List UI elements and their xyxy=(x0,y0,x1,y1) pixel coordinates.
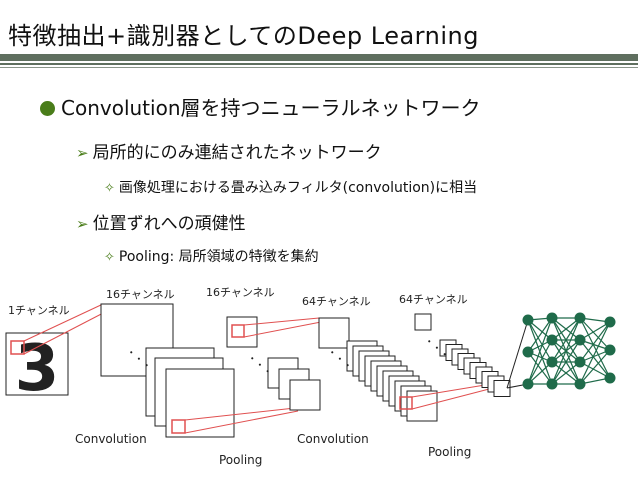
fc-edge xyxy=(527,339,553,385)
fc-node xyxy=(604,316,616,328)
bullet-level2: ➢局所的にのみ連結されたネットワーク xyxy=(76,138,382,163)
title-rule-thin xyxy=(0,67,638,68)
filter-line xyxy=(243,321,322,338)
filled-circle-bullet-icon xyxy=(40,101,55,116)
bullet-text: Pooling: 局所領域の特徴を集約 xyxy=(118,249,319,265)
fc-node xyxy=(546,378,558,390)
fc-connections xyxy=(506,317,611,389)
bullet-text: 画像処理における畳み込みフィルタ(convolution)に相当 xyxy=(118,180,478,196)
conv2-first-map xyxy=(318,317,350,349)
input-filter-box xyxy=(10,340,25,355)
fc-edge xyxy=(579,321,611,363)
label-pooling-2: Pooling xyxy=(428,445,471,459)
label-input-channels: 1チャンネル xyxy=(8,304,70,317)
bullet-level3: ✧Pooling: 局所領域の特徴を集約 xyxy=(104,246,319,266)
fc-node xyxy=(522,378,534,390)
label-conv1-channels: 16チャンネル xyxy=(106,288,175,301)
bullet-level3: ✧画像処理における畳み込みフィルタ(convolution)に相当 xyxy=(104,177,477,197)
fc-edge xyxy=(527,317,553,353)
input-image-frame xyxy=(5,332,69,396)
fc-node xyxy=(546,356,558,368)
label-convolution-1: Convolution xyxy=(75,432,147,446)
bullet-level2: ➢位置ずれへの頑健性 xyxy=(76,209,246,234)
bullet-text: 局所的にのみ連結されたネットワーク xyxy=(92,143,382,163)
fc-edge xyxy=(551,317,581,385)
star-bullet-icon: ✧ xyxy=(104,181,115,196)
star-bullet-icon: ✧ xyxy=(104,250,115,265)
fc-edge xyxy=(579,317,611,379)
pool2-map xyxy=(493,380,511,397)
fc-edge xyxy=(527,317,553,385)
label-pool2-channels: 64チャンネル xyxy=(399,293,468,306)
fc-node xyxy=(574,334,586,346)
pool1-filter-box xyxy=(231,324,245,338)
fc-edge xyxy=(579,361,611,379)
filter-line xyxy=(243,317,320,326)
bullet-text: Convolution層を持つニューラルネットワーク xyxy=(61,96,481,120)
filter-line xyxy=(411,383,492,398)
fc-node xyxy=(546,334,558,346)
fc-node xyxy=(522,314,534,326)
fc-node xyxy=(522,346,534,358)
title-rule-mid xyxy=(0,63,638,65)
fc-node xyxy=(546,312,558,324)
fc-edge xyxy=(579,339,611,379)
fc-node xyxy=(604,372,616,384)
slide-title: 特徴抽出+識別器としてのDeep Learning xyxy=(8,22,479,50)
conv2-filter-box xyxy=(399,396,413,410)
title-rule-thick xyxy=(0,54,638,61)
pool2-first-map xyxy=(414,313,432,331)
fc-edge xyxy=(579,349,611,385)
fc-node xyxy=(604,344,616,356)
cnn-architecture-diagram: 3 ・・・ ・・・ ・・・ ・・・ 1チャンネル 16チャンネル 16チャンネル… xyxy=(5,286,616,467)
fc-edge xyxy=(551,361,581,385)
conv2-feature-maps xyxy=(346,340,438,422)
conv1-feature-maps xyxy=(100,303,235,438)
conv1-filter-box xyxy=(171,419,186,434)
fc-edge xyxy=(579,321,611,385)
fc-edge xyxy=(551,339,581,385)
label-conv2-channels: 64チャンネル xyxy=(302,295,371,308)
filter-line xyxy=(411,387,494,410)
filter-line xyxy=(23,309,110,355)
fc-input-line xyxy=(506,319,529,389)
arrow-bullet-icon: ➢ xyxy=(76,144,89,162)
arrow-bullet-icon: ➢ xyxy=(76,215,89,233)
fc-edge xyxy=(527,319,553,363)
input-digit: 3 xyxy=(15,332,60,406)
label-pooling-1: Pooling xyxy=(219,453,262,467)
pool2-feature-maps xyxy=(439,339,511,397)
fc-edge xyxy=(551,317,581,363)
filter-line xyxy=(184,407,296,421)
filter-line xyxy=(184,410,299,434)
label-convolution-2: Convolution xyxy=(297,432,369,446)
fc-node xyxy=(574,378,586,390)
label-pool1-channels: 16チャンネル xyxy=(206,286,275,299)
fc-edge xyxy=(527,351,553,385)
pool1-feature-maps xyxy=(226,316,321,411)
fc-edge xyxy=(579,317,611,351)
bullet-text: 位置ずれへの頑健性 xyxy=(92,214,246,234)
fc-edge xyxy=(551,317,581,341)
fc-nodes xyxy=(522,312,616,390)
fc-node xyxy=(574,356,586,368)
bullet-level1: Convolution層を持つニューラルネットワーク xyxy=(40,92,481,121)
filter-line xyxy=(23,303,104,342)
fc-node xyxy=(574,312,586,324)
fc-edge xyxy=(579,321,611,341)
